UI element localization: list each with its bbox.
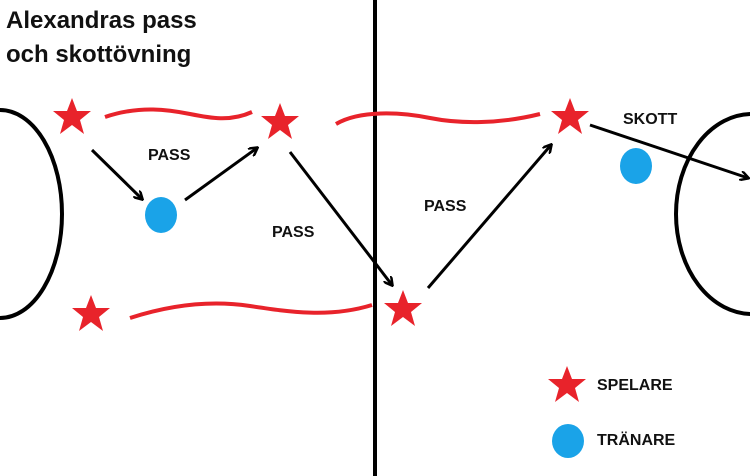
pass-arrow-2 [184,148,257,202]
pass-label-3: PASS [424,198,467,215]
player-star-icon [551,98,589,134]
left-goal-area [0,108,64,320]
run-path-bottom [129,301,373,320]
title-line-1: Alexandras pass [6,7,197,34]
legend-circle-icon [552,424,584,458]
right-goal-area [674,112,750,316]
legend-coach-label: TRÄNARE [597,432,676,449]
legend-player-label: SPELARE [597,377,673,394]
pass-label-1: PASS [148,147,191,164]
pass-arrow-4 [426,145,551,289]
run-path-top-right [334,111,541,126]
player-star-icon [384,290,422,326]
pass-label-2: PASS [272,224,315,241]
run-path-top-left [104,107,253,121]
legend-star-icon [548,366,586,402]
coach-circle-icon [145,197,177,233]
player-star-icon [53,98,91,134]
player-star-icon [72,295,110,331]
player-star-icon [261,103,299,139]
shot-arrow [589,123,748,178]
pass-arrow-3 [288,151,392,285]
pass-arrow-1 [90,148,142,199]
coach-circle-icon [620,148,652,184]
title-line-2: och skottövning [6,41,192,68]
shot-label: SKOTT [623,111,678,128]
